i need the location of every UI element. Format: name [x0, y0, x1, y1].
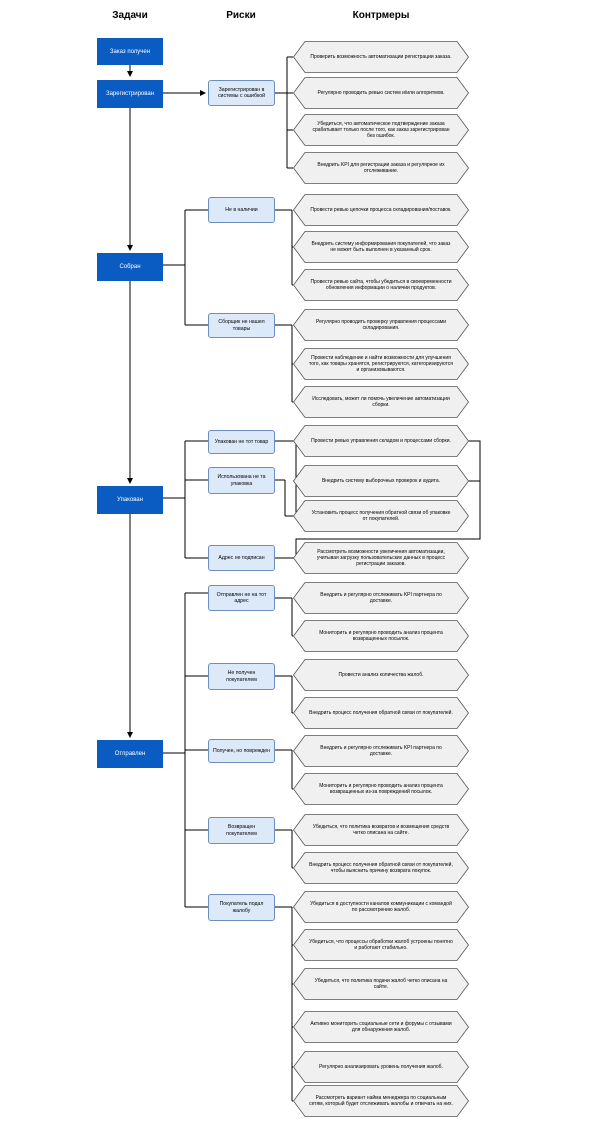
countermeasure-text: Мониторить и регулярно проводить анализ …: [319, 629, 443, 642]
countermeasure-text: Проверить возможность автоматизации реги…: [310, 53, 452, 60]
countermeasure-text: Провести ревью управления складом и проц…: [311, 437, 451, 444]
countermeasure-hexagon: Внедрить систему информирования покупате…: [293, 231, 469, 263]
risk-returned[interactable]: Возвращен покупателем: [208, 817, 275, 844]
countermeasure-hexagon: Убедиться, что политика подачи жалоб чет…: [293, 968, 469, 1000]
countermeasure-text: Убедиться в доступности каналов коммуник…: [310, 900, 452, 913]
countermeasure-text: Рассмотреть вариант найма менеджера по с…: [309, 1094, 453, 1107]
countermeasure-text: Внедрить процесс получения обратной связ…: [309, 861, 453, 874]
risk-address-unlabeled[interactable]: Адрес не подписан: [208, 545, 275, 571]
risks-header: Риски: [226, 10, 256, 21]
countermeasure-hexagon: Рассмотреть возможности увеличения автом…: [293, 542, 469, 574]
countermeasure-hexagon: Мониторить и регулярно проводить анализ …: [293, 773, 469, 805]
risk-picker-not-found[interactable]: Сборщик не нашел товары: [208, 313, 275, 338]
countermeasure-text: Активно мониторить социальные сети и фор…: [310, 1020, 452, 1033]
countermeasure-text: Провести ревью цепочки процесса складиро…: [310, 206, 452, 213]
countermeasure-hexagon: Убедиться, что автоматическое подтвержде…: [293, 114, 469, 146]
risk-damaged[interactable]: Получен, но поврежден: [208, 739, 275, 763]
countermeasure-text: Внедрить и регулярно отслеживать KPI пар…: [320, 744, 442, 757]
countermeasure-hexagon: Убедиться, что политика возвратов и возм…: [293, 814, 469, 846]
countermeasure-text: Внедрить систему информирования покупате…: [311, 240, 451, 253]
countermeasure-text: Внедрить и регулярно отслеживать KPI пар…: [320, 591, 442, 604]
countermeasure-text: Убедиться, что процессы обработки жалоб …: [309, 938, 453, 951]
risk-wrong-address[interactable]: Отправлен не на тот адрес: [208, 585, 275, 611]
task-packed[interactable]: Упакован: [97, 486, 163, 514]
countermeasure-text: Исследовать, может ли помочь увеличение …: [312, 395, 450, 408]
countermeasure-text: Убедиться, что политика подачи жалоб чет…: [314, 977, 448, 990]
countermeasure-hexagon: Провести ревью управления складом и проц…: [293, 425, 469, 457]
countermeasure-hexagon: Внедрить KPI для регистрации заказа и ре…: [293, 152, 469, 184]
risk-out-of-stock[interactable]: Не в наличии: [208, 197, 275, 223]
countermeasure-text: Провести ревью сайта, чтобы убедиться в …: [310, 278, 452, 291]
countermeasure-hexagon: Убедиться в доступности каналов коммуник…: [293, 891, 469, 923]
countermeasure-text: Мониторить и регулярно проводить анализ …: [319, 782, 443, 795]
countermeasure-hexagon: Регулярно анализировать уровень получени…: [293, 1051, 469, 1083]
task-registered[interactable]: Зарегистрирован: [97, 80, 163, 108]
countermeasure-hexagon: Регулярно проводить проверку управления …: [293, 309, 469, 341]
countermeasure-hexagon: Регулярно проводить ревью систем и/или а…: [293, 77, 469, 109]
countermeasure-hexagon: Убедиться, что процессы обработки жалоб …: [293, 929, 469, 961]
risk-complaint-filed[interactable]: Покупатель подал жалобу: [208, 894, 275, 921]
countermeasure-hexagon: Провести ревью сайта, чтобы убедиться в …: [293, 269, 469, 301]
task-shipped[interactable]: Отправлен: [97, 740, 163, 768]
countermeasure-hexagon: Внедрить процесс получения обратной связ…: [293, 852, 469, 884]
countermeasure-hexagon: Провести анализ количества жалоб.: [293, 659, 469, 691]
countermeasure-hexagon: Установить процесс получения обратной св…: [293, 500, 469, 532]
countermeasures-header: Контрмеры: [352, 10, 410, 21]
risk-wrong-item-packed[interactable]: Упакован не тот товар: [208, 430, 275, 454]
countermeasure-text: Регулярно проводить ревью систем и/или а…: [317, 89, 445, 96]
countermeasure-text: Внедрить процесс получения обратной связ…: [309, 709, 453, 716]
countermeasure-text: Внедрить KPI для регистрации заказа и ре…: [317, 161, 445, 174]
countermeasure-hexagon: Внедрить систему выборочных проверок и а…: [293, 465, 469, 497]
countermeasure-text: Установить процесс получения обратной св…: [311, 509, 451, 522]
countermeasure-hexagon: Внедрить и регулярно отслеживать KPI пар…: [293, 735, 469, 767]
countermeasure-text: Регулярно проводить проверку управления …: [315, 318, 447, 331]
countermeasure-hexagon: Проверить возможность автоматизации реги…: [293, 41, 469, 73]
risk-registration-error[interactable]: Зарегистрирован в системы с ошибкой: [208, 80, 275, 106]
countermeasure-hexagon: Внедрить процесс получения обратной связ…: [293, 697, 469, 729]
countermeasure-hexagon: Внедрить и регулярно отслеживать KPI пар…: [293, 582, 469, 614]
task-order-received[interactable]: Заказ получен: [97, 38, 163, 65]
countermeasure-text: Убедиться, что автоматическое подтвержде…: [312, 120, 450, 140]
tasks-header: Задачи: [112, 10, 148, 21]
countermeasure-text: Провести анализ количества жалоб.: [338, 671, 424, 678]
risk-not-received[interactable]: Не получен покупателем: [208, 663, 275, 690]
countermeasure-text: Провести наблюдение и найти возможности …: [309, 354, 453, 374]
countermeasure-text: Внедрить систему выборочных проверок и а…: [321, 477, 441, 484]
countermeasure-hexagon: Рассмотреть вариант найма менеджера по с…: [293, 1085, 469, 1117]
countermeasure-hexagon: Активно мониторить социальные сети и фор…: [293, 1011, 469, 1043]
countermeasure-hexagon: Провести ревью цепочки процесса складиро…: [293, 194, 469, 226]
risk-wrong-packaging[interactable]: Использована не та упаковка: [208, 467, 275, 494]
countermeasure-text: Регулярно анализировать уровень получени…: [319, 1063, 443, 1070]
countermeasure-text: Убедиться, что политика возвратов и возм…: [312, 823, 450, 836]
countermeasure-hexagon: Исследовать, может ли помочь увеличение …: [293, 386, 469, 418]
countermeasure-hexagon: Провести наблюдение и найти возможности …: [293, 348, 469, 380]
task-assembled[interactable]: Собран: [97, 253, 163, 281]
countermeasure-hexagon: Мониторить и регулярно проводить анализ …: [293, 620, 469, 652]
countermeasure-text: Рассмотреть возможности увеличения автом…: [316, 548, 446, 568]
